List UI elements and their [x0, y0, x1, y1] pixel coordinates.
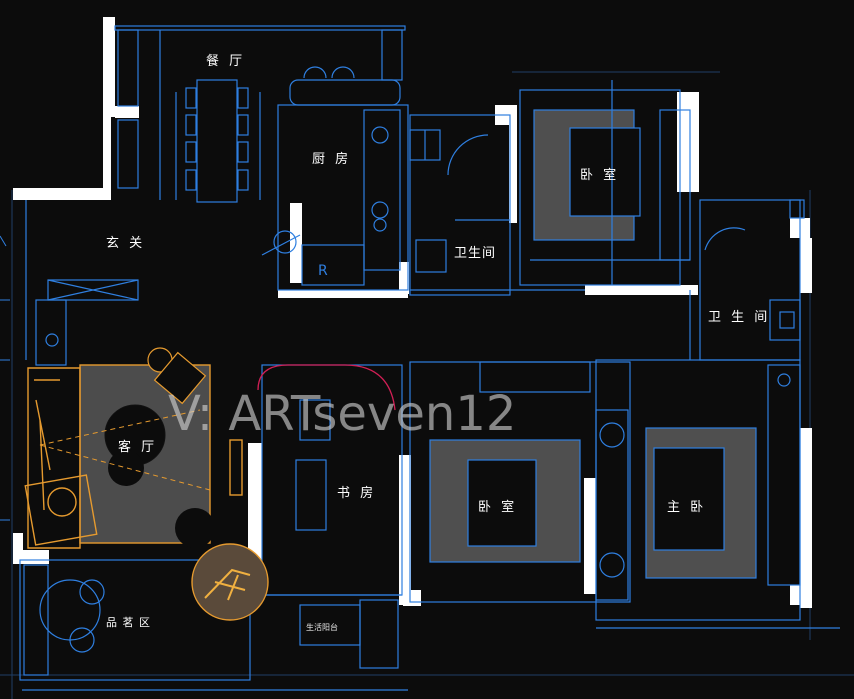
- dining-room-label: 餐 厅: [206, 54, 246, 69]
- study-room-label: 书 房: [337, 486, 377, 501]
- master-bedroom-label: 主 卧: [667, 500, 707, 515]
- living-room-label: 客 厅: [118, 440, 158, 455]
- entry-label: 玄 关: [106, 236, 146, 251]
- bath2-lines: [689, 199, 805, 361]
- bedroom1-lines: [519, 80, 691, 286]
- master-bedroom-lines: [595, 359, 840, 629]
- tea-area-label: 品 茗 区: [106, 616, 151, 629]
- bathroom-1-label: 卫生间: [454, 246, 497, 261]
- tea-area-lines: [19, 559, 408, 691]
- svg-text:R: R: [318, 263, 328, 279]
- bedroom2-lines: [409, 361, 631, 603]
- bedroom-2-label: 卧 室: [478, 500, 518, 515]
- kitchen-lines: R: [261, 104, 409, 291]
- watermark-text: V: ARTseven12: [168, 386, 517, 442]
- bath1-lines: [409, 114, 585, 296]
- walls: [13, 17, 812, 608]
- kitchen-label: 厨 房: [312, 152, 352, 167]
- dimension-markers: [0, 235, 10, 521]
- bathroom-2-label: 卫 生 间: [708, 310, 771, 325]
- dining-area-lines: [114, 25, 406, 203]
- study-lines: [257, 364, 403, 669]
- living-room-furniture: [24, 347, 269, 621]
- balcony-label: 生活阳台: [306, 623, 338, 632]
- entry-lines: [25, 200, 139, 366]
- bedroom-1-label: 卧 室: [580, 168, 620, 183]
